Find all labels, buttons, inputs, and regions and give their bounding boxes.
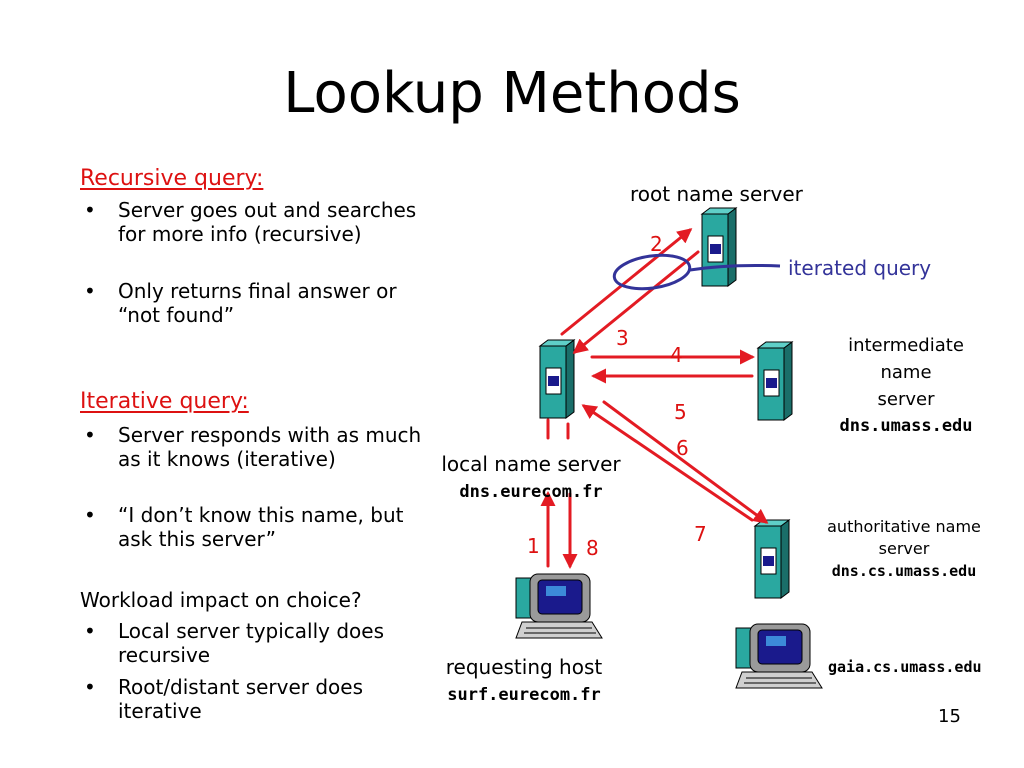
workload-heading: Workload impact on choice?: [80, 588, 362, 612]
intermediate-server-icon: [757, 341, 793, 421]
gaia-host-computer-icon: [735, 623, 823, 689]
intermediate-server-label: intermediate name server dns.umass.edu: [806, 332, 1006, 440]
intermediate-host-name: dns.umass.edu: [839, 416, 973, 436]
arrow-step-6: [602, 400, 769, 524]
authoritative-server-icon: [754, 519, 790, 599]
intermediate-label-line: name: [880, 362, 932, 383]
authoritative-label-line: server: [878, 539, 930, 558]
bullet-dot: •: [84, 423, 96, 447]
step-number-6: 6: [676, 436, 689, 460]
bullet-text: Local server typically does recursive: [118, 619, 385, 667]
requesting-host-computer-icon: [515, 573, 603, 639]
step-number-5: 5: [674, 400, 687, 424]
requesting-host-title: requesting host: [445, 655, 603, 679]
local-server-icon: [539, 339, 575, 419]
bullet-text: “I don’t know this name, but ask this se…: [118, 503, 404, 551]
intermediate-label-line: server: [877, 389, 935, 410]
step-number-3: 3: [616, 326, 629, 350]
local-server-label: local name server dns.eurecom.fr: [424, 452, 638, 502]
page-number: 15: [938, 706, 961, 727]
local-host-name: dns.eurecom.fr: [459, 482, 603, 502]
step-number-2: 2: [650, 232, 663, 256]
intermediate-label-line: intermediate: [848, 335, 964, 356]
iterative-query-heading: Iterative query:: [80, 389, 249, 414]
bullet-text: Server goes out and searches for more in…: [118, 198, 417, 246]
arrow-step-2: [560, 228, 693, 336]
bullet-dot: •: [84, 675, 96, 699]
authoritative-server-label: authoritative name server dns.cs.umass.e…: [806, 516, 1002, 582]
arrow-step-3: [572, 250, 700, 354]
authoritative-host-name: dns.cs.umass.edu: [831, 562, 977, 580]
iterated-query-ellipse: [612, 253, 692, 291]
bullet-text: Server responds with as much as it knows…: [118, 423, 422, 471]
local-server-title: local name server: [441, 452, 621, 476]
bullet-dot: •: [84, 619, 96, 643]
bullet-dot: •: [84, 279, 96, 303]
iterated-query-label: iterated query: [788, 256, 932, 280]
step-number-8: 8: [586, 536, 599, 560]
bullet-text: Root/distant server does iterative: [118, 675, 364, 723]
bullet-dot: •: [84, 503, 96, 527]
bullet-dot: •: [84, 198, 96, 222]
arrow-step-7: [581, 404, 754, 522]
root-server-label: root name server: [630, 182, 803, 206]
requesting-host-name: surf.eurecom.fr: [447, 685, 601, 705]
slide-title: Lookup Methods: [283, 61, 741, 126]
root-server-icon: [701, 207, 737, 287]
recursive-query-heading: Recursive query:: [80, 166, 264, 191]
step-number-7: 7: [694, 522, 707, 546]
bullet-text: Only returns final answer or “not found”: [118, 279, 397, 327]
authoritative-label-line: authoritative name: [827, 517, 981, 536]
gaia-host-name: gaia.cs.umass.edu: [828, 658, 982, 676]
requesting-host-label: requesting host surf.eurecom.fr: [426, 655, 622, 705]
step-number-1: 1: [527, 534, 540, 558]
query-arrows: [540, 228, 769, 569]
step-number-4: 4: [670, 343, 683, 367]
iterated-query-leader: [689, 264, 781, 272]
